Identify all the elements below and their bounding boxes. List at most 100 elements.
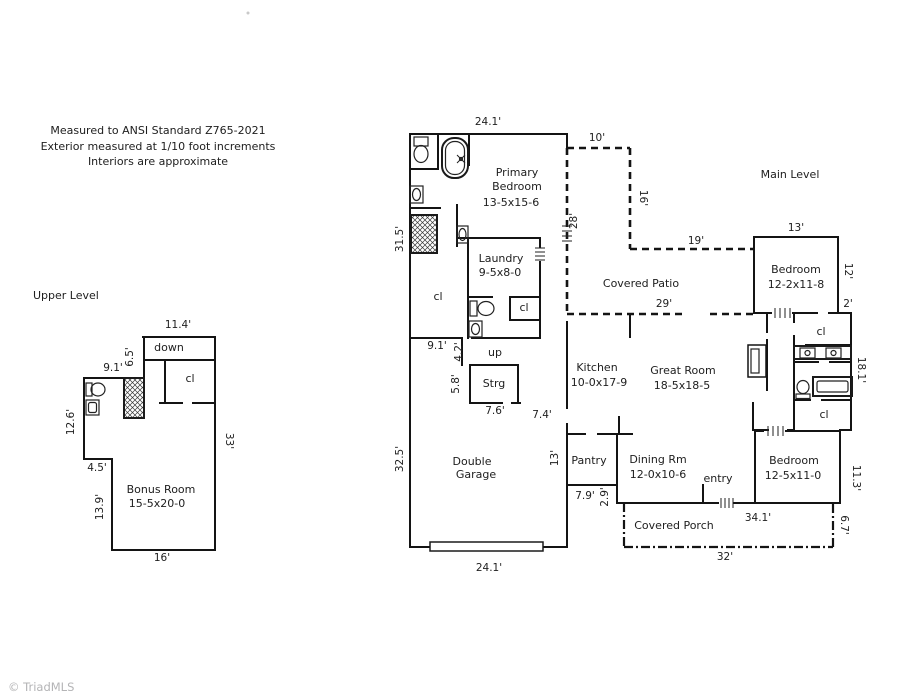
dim-7-6: 7.6' <box>485 405 505 417</box>
dim-6-7: 6.7' <box>838 515 850 535</box>
toilet-tank-icon <box>413 136 429 147</box>
dim-18-1: 18.1' <box>855 357 867 383</box>
bedroom-bath-fixtures <box>793 345 853 400</box>
fireplace-inner-icon <box>750 348 760 374</box>
main-level-labels: 24.1' 10' 16' 28' 19' Primary Bedroom 13… <box>394 116 867 574</box>
dim-13-9: 13.9' <box>94 494 106 520</box>
dim-24-1-top: 24.1' <box>475 116 501 128</box>
dim-12: 12' <box>842 263 854 279</box>
dim-34-1: 34.1' <box>745 512 771 524</box>
pantry-label: Pantry <box>571 454 607 467</box>
great-room-name: Great Room <box>650 364 715 377</box>
bath-closet-label-bottom: cl <box>819 408 828 421</box>
dining-name: Dining Rm <box>629 453 686 466</box>
vanity-sink-right-drain-icon <box>830 349 837 357</box>
dim-2-9: 2.9' <box>599 487 611 507</box>
dim-16-upper: 16' <box>154 552 170 564</box>
dim-29: 29' <box>656 298 672 310</box>
fireplace-icon <box>747 344 767 378</box>
dim-13-bedroom: 13' <box>788 222 804 234</box>
entry-label: entry <box>703 472 733 485</box>
garage-name-1: Double <box>453 455 492 468</box>
vanity-sink-left-icon <box>799 347 816 359</box>
stairs-down-label: down <box>154 341 184 354</box>
vanity-counter-icon <box>793 345 852 360</box>
sink-icon <box>85 399 100 416</box>
toilet-bowl-icon <box>477 300 495 317</box>
dim-10: 10' <box>589 132 605 144</box>
note-line-3: Interiors are approximate <box>88 155 228 168</box>
upper-bathroom-fixtures <box>85 377 145 419</box>
great-room-size: 18-5x18-5 <box>654 379 710 392</box>
primary-closet-label: cl <box>433 290 442 303</box>
dim-28: 28' <box>568 213 580 229</box>
bedroom1-size: 12-2x11-8 <box>768 278 824 291</box>
sink-icon <box>409 185 424 204</box>
dim-6-5: 6.5' <box>124 347 136 367</box>
door-ticks <box>535 225 791 508</box>
bathtub-inner-icon <box>816 380 849 393</box>
upper-level-labels: 11.4' down 6.5' 9.1' cl 12.6' 33' 4.5' 1… <box>65 319 235 564</box>
faucet-dot-icon <box>458 156 464 162</box>
primary-bedroom-size: 13-5x15-6 <box>483 196 539 209</box>
toilet-bowl-icon <box>90 382 106 397</box>
laundry-size: 9-5x8-0 <box>479 266 521 279</box>
covered-patio-label: Covered Patio <box>603 277 679 290</box>
dim-2: 2' <box>843 298 853 310</box>
toilet-icon <box>85 382 93 397</box>
dim-11-4: 11.4' <box>165 319 191 331</box>
upper-level-plan: Upper Level 11.4' down 6.5' 9.1' cl 12.6… <box>33 289 235 564</box>
dim-9-1-upper: 9.1' <box>103 362 123 374</box>
bathtub-icon <box>441 137 469 179</box>
dim-9-1: 9.1' <box>427 340 447 352</box>
bonus-room-size: 15-5x20-0 <box>129 497 185 510</box>
upper-level-title: Upper Level <box>33 289 99 302</box>
vanity-sink-left-drain-icon <box>804 349 811 357</box>
main-level-walls <box>409 133 852 548</box>
laundry-name: Laundry <box>479 252 524 265</box>
dim-16: 16' <box>637 190 649 206</box>
vanity-sink-basin-icon <box>458 227 467 242</box>
bedroom1-name: Bedroom <box>771 263 821 276</box>
garage-door-icon <box>429 541 544 552</box>
dim-32: 32' <box>717 551 733 563</box>
dim-5-8: 5.8' <box>450 374 462 394</box>
kitchen-size: 10-0x17-9 <box>571 376 627 389</box>
stairs-up-label: up <box>488 346 502 359</box>
covered-porch-outline <box>622 503 835 549</box>
covered-porch-label: Covered Porch <box>634 519 714 532</box>
bedroom2-name: Bedroom <box>769 454 819 467</box>
artifact-dot <box>246 11 250 15</box>
sink-basin-icon <box>470 322 481 336</box>
dim-12-6: 12.6' <box>65 409 77 435</box>
dim-7-4: 7.4' <box>532 409 552 421</box>
vanity-sink-icon <box>456 225 469 244</box>
main-level-plan: Main Level <box>394 116 867 574</box>
dim-7-9: 7.9' <box>575 490 595 502</box>
faucet-icon <box>456 154 466 164</box>
garage-name-2: Garage <box>456 468 497 481</box>
primary-bedroom-name-2: Bedroom <box>492 180 542 193</box>
dim-4-2: 4.2' <box>453 342 465 362</box>
dim-24-1-bottom: 24.1' <box>476 562 502 574</box>
dim-32-5: 32.5' <box>394 446 406 472</box>
shower-icon <box>410 214 438 254</box>
dim-13-pantry: 13' <box>549 450 561 466</box>
triadmls-watermark: © TriadMLS <box>8 680 74 694</box>
dining-size: 12-0x10-6 <box>630 468 686 481</box>
kitchen-name: Kitchen <box>576 361 617 374</box>
hall-bath-fixtures <box>468 300 495 338</box>
sink-basin-icon <box>411 187 422 202</box>
note-line-2: Exterior measured at 1/10 foot increment… <box>41 140 276 153</box>
bonus-room-name: Bonus Room <box>127 483 196 496</box>
bath-closet-label-top: cl <box>816 325 825 338</box>
bedroom2-size: 12-5x11-0 <box>765 469 821 482</box>
toilet-tank-icon <box>469 300 478 317</box>
toilet-bowl-icon <box>796 379 810 395</box>
vanity-sink-right-icon <box>825 347 842 359</box>
measurement-notes: Measured to ANSI Standard Z765-2021 Exte… <box>41 124 276 168</box>
bathtub-icon <box>812 376 853 397</box>
hall-closet-label: cl <box>519 301 528 314</box>
storage-label: Strg <box>483 377 506 390</box>
main-level-title: Main Level <box>761 168 820 181</box>
